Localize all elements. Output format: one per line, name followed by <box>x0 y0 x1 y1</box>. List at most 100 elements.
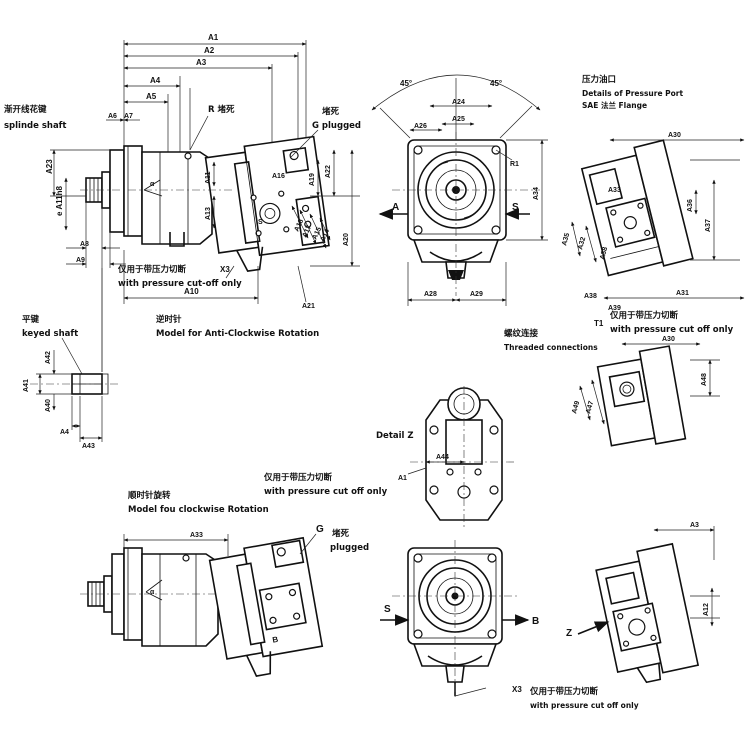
dim-a15: A15 <box>311 226 323 241</box>
dim-a17: A17 <box>301 224 313 239</box>
port-t1: T1 <box>594 319 604 328</box>
pressure-port-sae-detail: 压力油口 Details of Pressure Port SAE 法兰 Fla… <box>561 74 745 335</box>
dim-a13: A13 <box>205 207 212 220</box>
threaded-connections-detail: 螺纹连接 Threaded connections A30 A48 A49 A4… <box>504 328 720 447</box>
dim-a31: A31 <box>676 290 689 297</box>
dim-a25: A25 <box>452 116 465 123</box>
dim-a7: A7 <box>124 113 133 120</box>
port-a-front: A <box>392 202 399 213</box>
dim-a30-top: A30 <box>668 132 681 139</box>
clockwise-side-view: 顺时针旋转 Model fou clockwise Rotation A33 α <box>80 490 369 677</box>
dim-a33-top: A33 <box>608 187 621 194</box>
port-g: G <box>316 524 324 535</box>
plugged-cn-label: 堵死 <box>322 106 340 117</box>
dim-a48: A48 <box>701 373 708 386</box>
pressure-cutoff-en-3: with pressure cut off only <box>264 487 388 497</box>
port-x3: X3 <box>220 265 230 274</box>
dim-a18: A18 <box>293 218 305 233</box>
dim-a42: A42 <box>45 351 52 364</box>
port-s-bottom: S <box>384 604 391 615</box>
plugged-en-bottom: plugged <box>330 543 369 553</box>
dim-a22: A22 <box>325 165 332 178</box>
pressure-port-en: Details of Pressure Port <box>582 89 683 98</box>
anticlockwise-side-view: A1 A2 A3 A4 A5 A6 A7 R 堵死 堵死 G plugged 渐… <box>4 33 361 372</box>
dim-a10: A10 <box>184 287 199 296</box>
dim-a24: A24 <box>452 99 465 106</box>
detail-z-view: Detail Z A44 A1 仅用于带压力切断 with pressure c… <box>263 386 516 530</box>
dim-a4-key: A4 <box>60 429 69 436</box>
keyed-shaft-detail: 平键 keyed shaft A41 A42 A40 A4 A43 <box>22 314 120 450</box>
alpha-angle: α <box>150 181 155 188</box>
dim-a32-top: A32 <box>577 236 587 250</box>
g-plugged-label: G plugged <box>312 121 361 131</box>
side-view-z: A3 A12 Z <box>566 522 720 684</box>
dim-r1: R1 <box>510 161 519 168</box>
dim-a29: A29 <box>470 291 483 298</box>
spline-shaft-cn: 渐开线花键 <box>4 104 47 115</box>
dim-a1: A1 <box>208 33 219 42</box>
anticlockwise-en: Model for Anti-Clockwise Rotation <box>156 329 319 339</box>
pressure-cutoff-cn-3: 仅用于带压力切断 <box>263 472 333 483</box>
dim-a36: A36 <box>687 199 694 212</box>
pressure-cutoff-en-4: with pressure cut off only <box>530 701 639 710</box>
dim-a6: A6 <box>108 113 117 120</box>
dim-a2: A2 <box>204 46 215 55</box>
port-s-side: S <box>258 219 263 226</box>
dim-a5: A5 <box>146 92 157 101</box>
pressure-port-cn: 压力油口 <box>582 74 616 85</box>
dim-a8: A8 <box>80 241 89 248</box>
threaded-cn: 螺纹连接 <box>504 328 539 339</box>
port-x3-bottom: X3 <box>512 685 522 694</box>
port-z: Z <box>566 628 572 639</box>
dim-a38-bottom: A38 <box>584 293 597 300</box>
dim-a43: A43 <box>82 443 95 450</box>
dim-a38: A38 <box>599 246 609 260</box>
dim-a16: A16 <box>272 173 285 180</box>
dim-a44: A44 <box>436 454 449 461</box>
dim-a26: A26 <box>414 123 427 130</box>
front-view-bottom: S B X3 仅用于带压力切断 with pressure cut off on… <box>380 540 639 710</box>
spline-shaft-en: splinde shaft <box>4 121 66 131</box>
dim-a40: A40 <box>45 399 52 412</box>
port-b-bottom: B <box>532 616 539 627</box>
angle-45-left: 45° <box>400 79 412 88</box>
clockwise-en: Model fou clockwise Rotation <box>128 505 269 515</box>
sae-flange-label: SAE 法兰 Flange <box>582 100 647 110</box>
plugged-cn-bottom: 堵死 <box>332 528 350 539</box>
threaded-en: Threaded connections <box>504 343 598 352</box>
pressure-cutoff-cn-4: 仅用于带压力切断 <box>529 686 599 697</box>
dim-a33-bottom: A33 <box>190 532 203 539</box>
pressure-cutoff-en-1: with pressure cut-off only <box>118 279 242 289</box>
detail-z-label: Detail Z <box>376 431 414 441</box>
keyed-shaft-cn: 平键 <box>22 314 40 325</box>
clockwise-cn: 顺时针旋转 <box>128 490 171 501</box>
dim-a35: A35 <box>561 232 571 246</box>
dim-a4: A4 <box>150 76 161 85</box>
keyed-shaft-en: keyed shaft <box>22 329 78 339</box>
dim-a30-thread: A30 <box>662 336 675 343</box>
dim-a11: A11 <box>205 171 212 184</box>
dim-a3: A3 <box>196 58 207 67</box>
dim-a9: A9 <box>76 257 85 264</box>
anticlockwise-cn: 逆时针 <box>156 314 182 325</box>
r-plugged-label: R 堵死 <box>208 104 235 115</box>
dim-a1-detail: A1 <box>398 475 407 482</box>
dim-a49: A49 <box>571 400 581 414</box>
dim-a21: A21 <box>302 303 315 310</box>
dim-a37: A37 <box>705 219 712 232</box>
dim-a20: A20 <box>343 233 350 246</box>
pressure-cutoff-en-2: with pressure cut off only <box>610 325 734 335</box>
dim-a3-side: A3 <box>690 522 699 529</box>
dim-a19: A19 <box>309 173 316 186</box>
dim-a34: A34 <box>533 187 540 200</box>
port-b-side: B <box>272 635 279 645</box>
angle-45-right: 45° <box>490 79 502 88</box>
port-s-front: S <box>512 202 519 213</box>
dim-a23: A23 <box>45 159 54 174</box>
dim-a12: A12 <box>703 603 710 616</box>
dim-a41: A41 <box>23 379 30 392</box>
dim-a39: A39 <box>608 305 621 312</box>
pressure-cutoff-cn-2: 仅用于带压力切断 <box>609 310 679 321</box>
